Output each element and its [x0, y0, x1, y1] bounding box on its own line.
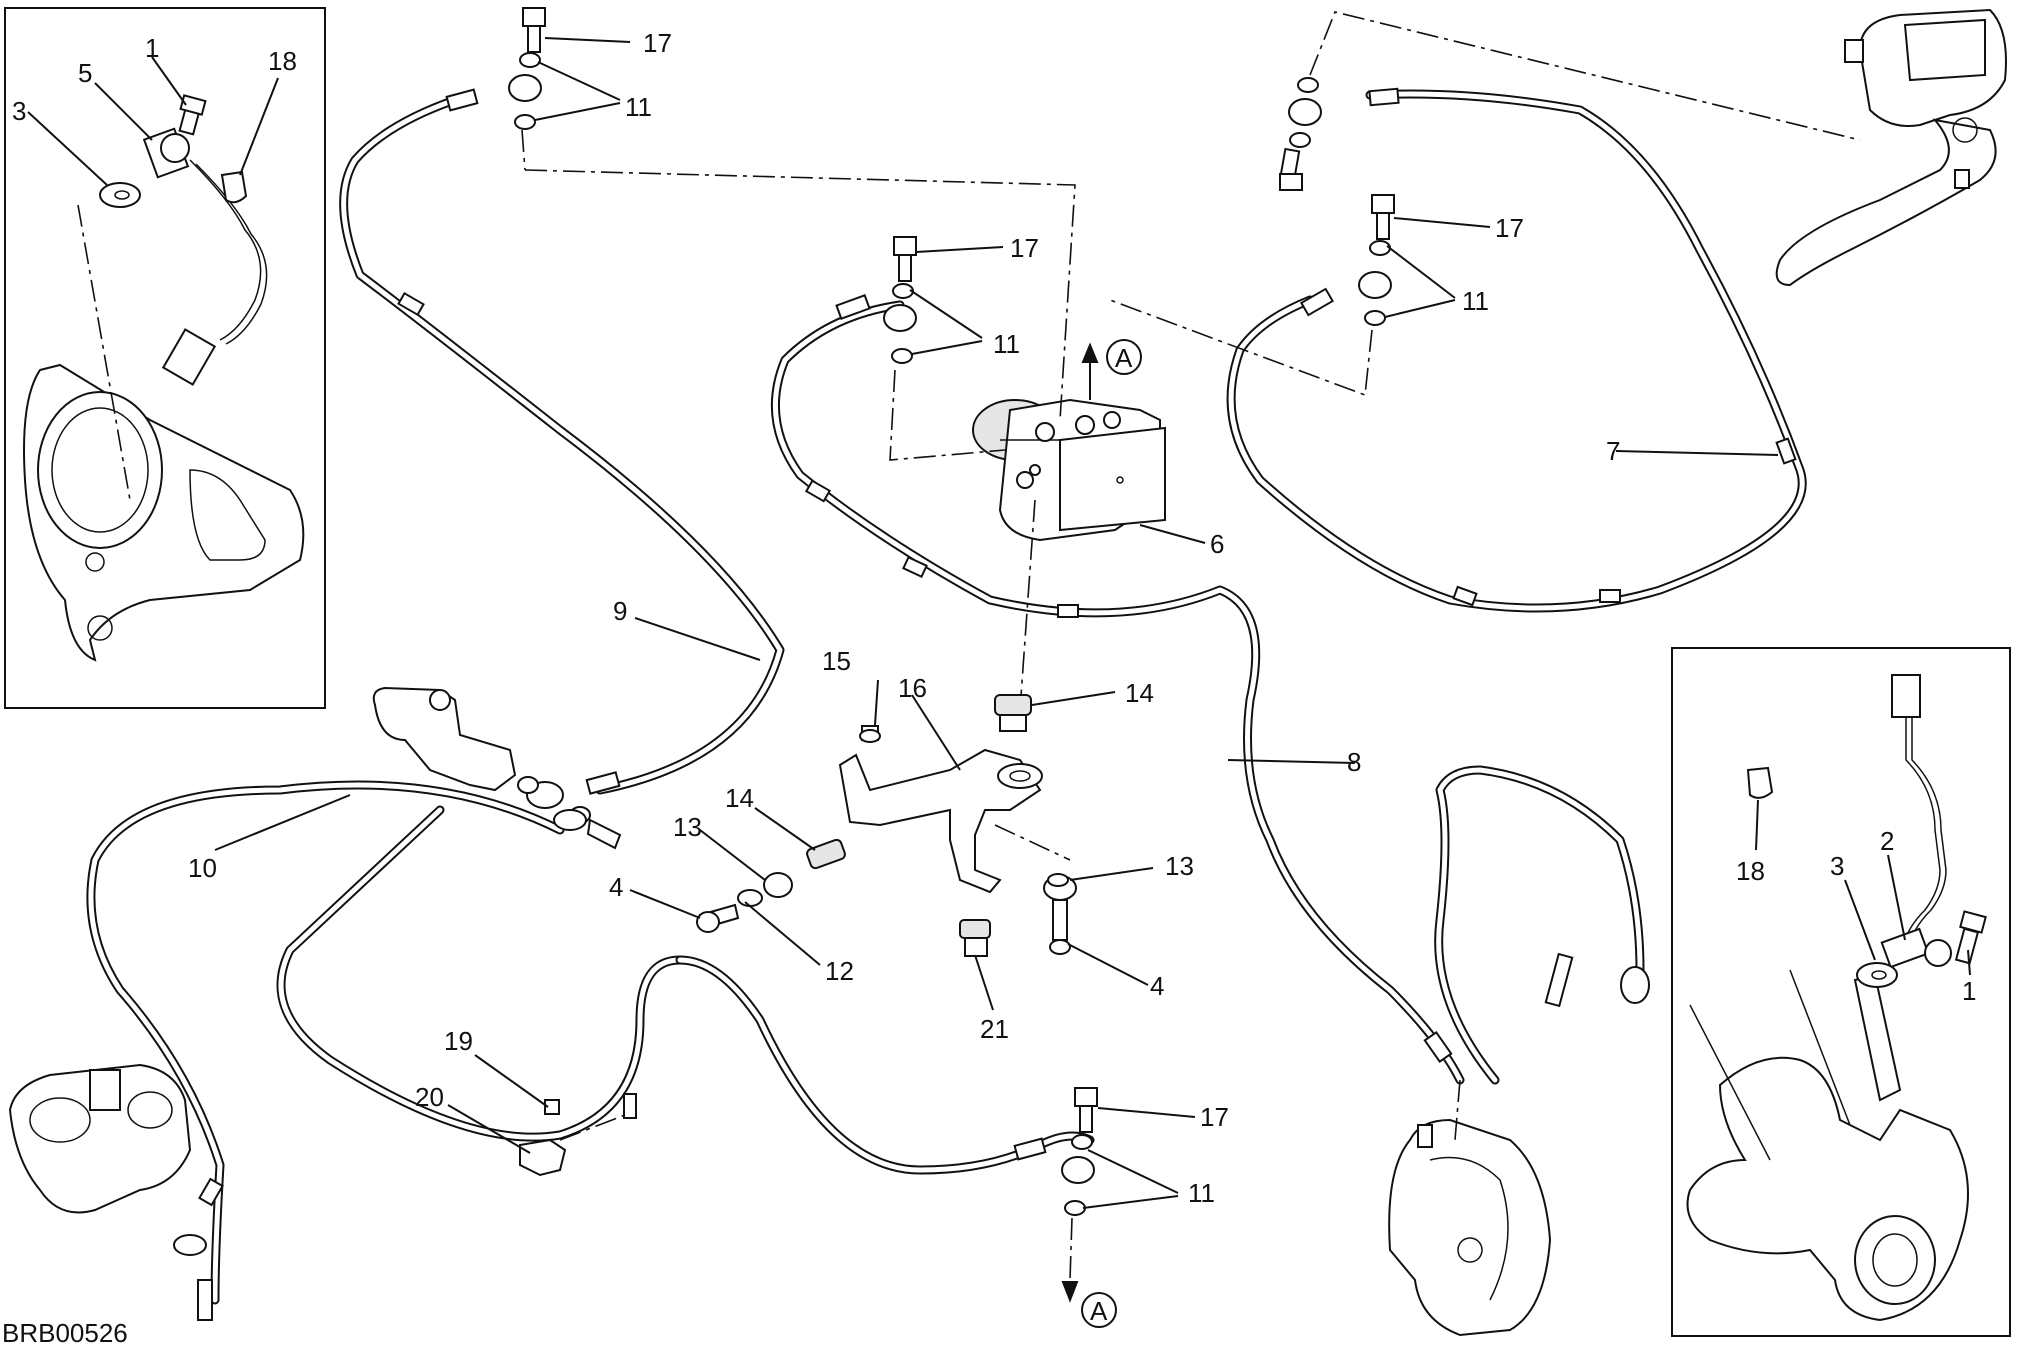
inset-left: 1 5 3 18	[4, 7, 326, 709]
callout-9: 9	[613, 596, 627, 626]
callout-15: 15	[822, 646, 851, 676]
callout-2: 2	[1880, 826, 1894, 856]
callout-11-top: 11	[625, 92, 652, 122]
callout-17-abs: 17	[1010, 233, 1039, 263]
rear-caliper-icon	[8, 1063, 213, 1321]
washer-icon	[99, 182, 141, 208]
callout-8: 8	[1347, 747, 1361, 777]
abs-module-icon: A	[972, 339, 1166, 711]
callout-19: 19	[444, 1026, 473, 1056]
banjo-union-abs	[883, 236, 1006, 461]
callout-18-inset-right: 18	[1736, 856, 1765, 886]
front-master-cylinder-icon	[1775, 8, 2007, 287]
inset-right: 18 3 2 1	[1671, 647, 2011, 1337]
banjo-union-right	[1109, 194, 1395, 397]
callout-11-right: 11	[1462, 286, 1489, 316]
callout-17-bottom: 17	[1200, 1102, 1229, 1132]
callout-10: 10	[188, 853, 217, 883]
hose-7	[1226, 87, 1807, 613]
callout-14-b: 14	[725, 783, 754, 813]
callout-16: 16	[898, 673, 927, 703]
callout-7: 7	[1606, 436, 1620, 466]
callout-1-inset-right: 1	[1962, 976, 1976, 1006]
ref-marker-top: A	[1115, 343, 1133, 373]
callout-17-top: 17	[643, 28, 672, 58]
callout-4-a: 4	[609, 872, 623, 902]
banjo-union-top	[508, 7, 1076, 421]
callout-13-b: 13	[1165, 851, 1194, 881]
callout-11-abs: 11	[993, 329, 1020, 359]
bracket-ring	[37, 391, 163, 549]
hose-clamp-icon	[519, 1099, 626, 1177]
callout-5: 5	[78, 58, 92, 88]
banjo-union-master	[1279, 11, 1861, 191]
callouts: 17 11 17 11 17 11 7 6 9 8 15 16 14 14 13…	[188, 28, 1620, 1208]
rear-master-cylinder-icon	[372, 686, 622, 850]
clip-icon-right	[1746, 766, 1774, 799]
grommet-icon-b	[806, 838, 846, 870]
callout-4-b: 4	[1150, 971, 1164, 1001]
hose-8	[770, 294, 1465, 1085]
grommet-icon-a	[994, 694, 1032, 716]
ref-marker-bottom: A	[1090, 1296, 1108, 1326]
leader-lines	[214, 37, 1779, 1209]
callout-3-inset-left: 3	[12, 96, 26, 126]
fasteners-center	[696, 694, 1077, 957]
clip-icon	[220, 170, 248, 204]
callout-6: 6	[1210, 529, 1224, 559]
callout-13-a: 13	[673, 812, 702, 842]
inset-left-frame	[4, 7, 326, 709]
speed-sensor-icon-right	[1891, 674, 1921, 718]
hose-9	[339, 88, 785, 795]
callout-12: 12	[825, 956, 854, 986]
callout-3-inset-right: 3	[1830, 851, 1844, 881]
drawing-code: BRB00526	[2, 1318, 128, 1348]
hose-10	[86, 780, 685, 1305]
callout-1-inset-left: 1	[145, 33, 159, 63]
callout-21: 21	[980, 1014, 1009, 1044]
front-caliper-icon	[1388, 765, 1650, 1337]
bracket-icon	[838, 748, 1071, 894]
hose-lower-mid	[623, 955, 1095, 1175]
callout-17-right: 17	[1495, 213, 1524, 243]
banjo-union-bottom: A	[1061, 1087, 1117, 1328]
callout-20: 20	[415, 1082, 444, 1112]
inset-right-frame	[1671, 647, 2011, 1337]
callout-14-a: 14	[1125, 678, 1154, 708]
callout-11-bottom: 11	[1188, 1178, 1215, 1208]
callout-18-inset-left: 18	[268, 46, 297, 76]
